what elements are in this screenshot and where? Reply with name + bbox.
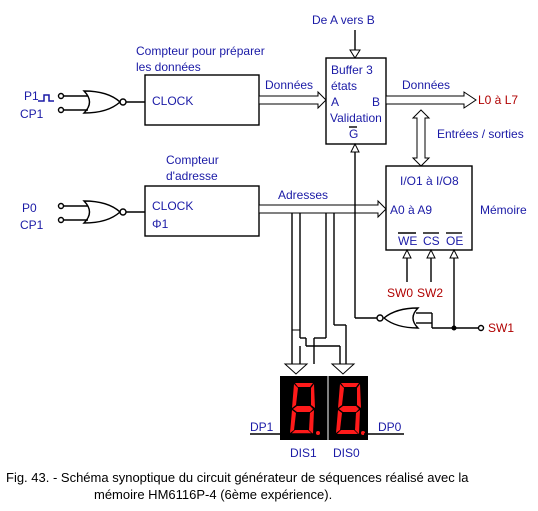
io-label: Entrées / sorties <box>437 127 524 141</box>
pulse-icon <box>38 94 54 102</box>
buffer-box <box>325 57 387 145</box>
seven-segment-display-icon <box>280 376 368 440</box>
buffer-a: A <box>331 95 339 109</box>
donnees-in-label: Données <box>265 78 313 92</box>
adresses-label: Adresses <box>278 188 328 202</box>
sw1-label: SW1 <box>488 321 514 335</box>
dp0-label: DP0 <box>378 420 402 434</box>
caption-line-2: mémoire HM6116P-4 (6ème expérience). <box>94 487 332 502</box>
nor-gate-icon <box>82 200 145 224</box>
address-counter-phi: Φ1 <box>152 217 169 231</box>
cp1-label-2: CP1 <box>20 218 44 232</box>
counter-data-title-2: les données <box>136 60 201 74</box>
data-counter-clock: CLOCK <box>152 94 193 108</box>
dp1-label: DP1 <box>250 420 274 434</box>
sw2-label: SW2 <box>417 286 443 300</box>
nor-gate-icon <box>82 90 145 114</box>
memory-we: WE <box>398 234 417 248</box>
memory-title: Mémoire <box>480 203 527 217</box>
memory-box <box>385 165 473 251</box>
dis0-label: DIS0 <box>333 446 360 460</box>
counter-addr-title-1: Compteur <box>166 153 219 167</box>
counter-data-title-1: Compteur pour préparer <box>136 44 265 58</box>
donnees-out-label: Données <box>402 78 450 92</box>
sw0-label: SW0 <box>387 286 413 300</box>
address-counter-clock: CLOCK <box>152 199 193 213</box>
p1-label: P1 <box>24 89 39 103</box>
direction-label: De A vers B <box>312 13 375 27</box>
bus-out-label: L0 à L7 <box>478 93 518 107</box>
cp1-label-1: CP1 <box>20 107 44 121</box>
buffer-label-1: Buffer 3 <box>331 63 373 77</box>
buffer-validation: Validation <box>330 111 382 125</box>
memory-oe: OE <box>446 234 463 248</box>
p0-label: P0 <box>22 201 37 215</box>
memory-cs: CS <box>423 234 440 248</box>
memory-io: I/O1 à I/O8 <box>400 174 459 188</box>
nor-gate-icon <box>376 307 420 329</box>
dis1-label: DIS1 <box>290 446 317 460</box>
memory-addr: A0 à A9 <box>390 203 432 217</box>
buffer-label-2: états <box>331 79 357 93</box>
caption-line-1: Fig. 43. - Schéma synoptique du circuit … <box>6 470 469 485</box>
buffer-b: B <box>372 95 380 109</box>
address-counter-box <box>144 185 260 237</box>
counter-addr-title-2: d'adresse <box>166 169 218 183</box>
buffer-g: G <box>349 127 358 141</box>
